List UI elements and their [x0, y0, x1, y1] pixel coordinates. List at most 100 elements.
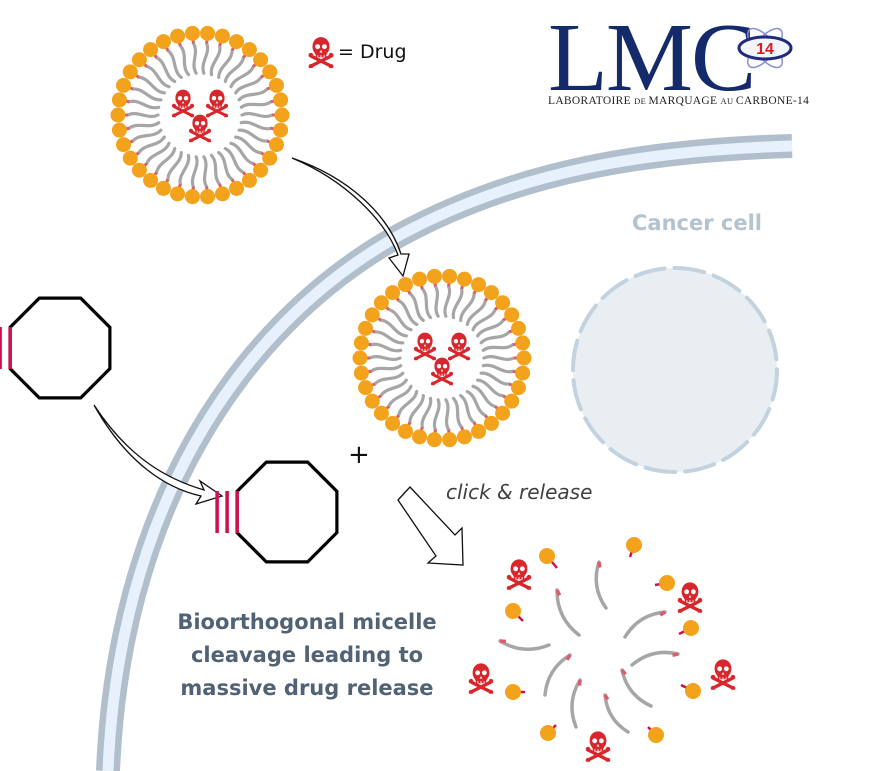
logo-subtitle: LABORATOIRE DE MARQUAGE AU CARBONE-14 [548, 95, 809, 107]
free-lipid-head [680, 683, 701, 699]
lipid-head [516, 350, 532, 366]
lipid-head [155, 180, 171, 196]
lipid [200, 155, 216, 205]
free-lipid-head [654, 575, 675, 591]
drug-skull-icon [447, 331, 471, 361]
lipid [412, 396, 433, 445]
lipid-head [170, 28, 186, 44]
drug-skull-icon [710, 658, 736, 690]
lipid-tail [190, 155, 199, 189]
lipid-head [510, 380, 526, 396]
lipid-tail [379, 378, 408, 398]
lipid [479, 371, 526, 396]
arrow-reagent-entry [93, 404, 224, 506]
lipid-head [385, 285, 401, 301]
free-lipid-tail [498, 639, 551, 651]
lipid [459, 393, 487, 439]
lipid-head [122, 64, 138, 80]
lipid [481, 335, 531, 352]
lipid-head [397, 423, 413, 439]
lipid [111, 92, 161, 110]
lipid-tail [479, 371, 511, 386]
lipid [412, 271, 433, 320]
lipid [476, 307, 520, 338]
lipid-head [483, 415, 499, 431]
lipid-head [200, 189, 216, 205]
cancer-cell-label: Cancer cell [632, 211, 762, 235]
lipid-tail [451, 287, 464, 320]
lipid-tail [191, 41, 198, 75]
lipid-tail [451, 396, 464, 429]
lipid-tail [373, 371, 405, 386]
free-lipid-head [505, 603, 524, 622]
lipid [426, 268, 442, 318]
lipid-tail [433, 284, 440, 318]
lipid [234, 64, 278, 95]
lipid-head [111, 122, 127, 138]
lipid [229, 141, 269, 178]
lipid [209, 153, 230, 202]
lipid-head [515, 365, 531, 381]
lipid [385, 285, 419, 327]
lipid-tail [166, 48, 183, 80]
caption: Bioorthogonal micelle cleavage leading t… [177, 610, 436, 700]
lipid [442, 268, 458, 318]
lipid-tail [126, 111, 160, 119]
free-lipid-head [539, 548, 558, 569]
lipid [465, 285, 499, 327]
lipid-tail [166, 150, 183, 182]
lipid-tail [237, 87, 269, 102]
lipid [131, 52, 171, 89]
free-lipid-head [505, 684, 525, 700]
lipid-tail [465, 389, 487, 418]
lipid-head [442, 268, 458, 284]
lipid-head [483, 285, 499, 301]
lipid-tail [471, 384, 497, 409]
free-lipid-tail [620, 668, 653, 708]
octagon-ring [235, 460, 339, 564]
lipid-head [471, 423, 487, 439]
lipid [229, 52, 269, 89]
lipid [471, 295, 511, 332]
logo-letters: LMC [548, 4, 754, 112]
lipid-head [397, 277, 413, 293]
lipid-tail [432, 398, 441, 432]
lipid-head [515, 335, 531, 351]
lipid [479, 320, 526, 345]
lipid [385, 389, 419, 431]
lipid-tail [137, 75, 166, 95]
free-lipid-head [540, 724, 557, 741]
lipid-head [143, 42, 159, 58]
lipid [223, 146, 257, 188]
lipid [364, 378, 408, 409]
lipid-head [229, 34, 245, 50]
lipid-tail [239, 100, 273, 109]
atom-icon: 14 [737, 27, 793, 69]
lipid [239, 120, 289, 138]
lmc-logo: LMC 14 LABORATOIRE DE MARQUAGE AU CARBON… [548, 4, 809, 112]
drug-skull-icon [171, 88, 195, 118]
lipid-head [426, 432, 442, 448]
lipid-tail [237, 128, 269, 143]
lipid [358, 320, 405, 345]
lipid [217, 150, 245, 196]
lipid-tail [131, 128, 163, 143]
lipid-head [131, 52, 147, 68]
lipid-head [229, 180, 245, 196]
caption-line-1: Bioorthogonal micelle [177, 610, 436, 634]
micelle-inside-cell [352, 268, 532, 448]
lipid-tail [465, 298, 487, 327]
free-lipid-tail [630, 650, 680, 667]
free-lipid-head [647, 726, 664, 743]
lipid-tail [127, 121, 161, 130]
lipid-tail [127, 99, 161, 110]
lipid-head [241, 172, 257, 188]
nucleus-envelope [571, 266, 779, 474]
logo-badge: 14 [756, 41, 774, 58]
lipid-head [184, 25, 200, 41]
lipid-head [373, 295, 389, 311]
lipid-tail [408, 291, 425, 323]
lipid [217, 34, 245, 80]
lipid-tail [155, 146, 177, 175]
lipid-tail [178, 153, 191, 186]
